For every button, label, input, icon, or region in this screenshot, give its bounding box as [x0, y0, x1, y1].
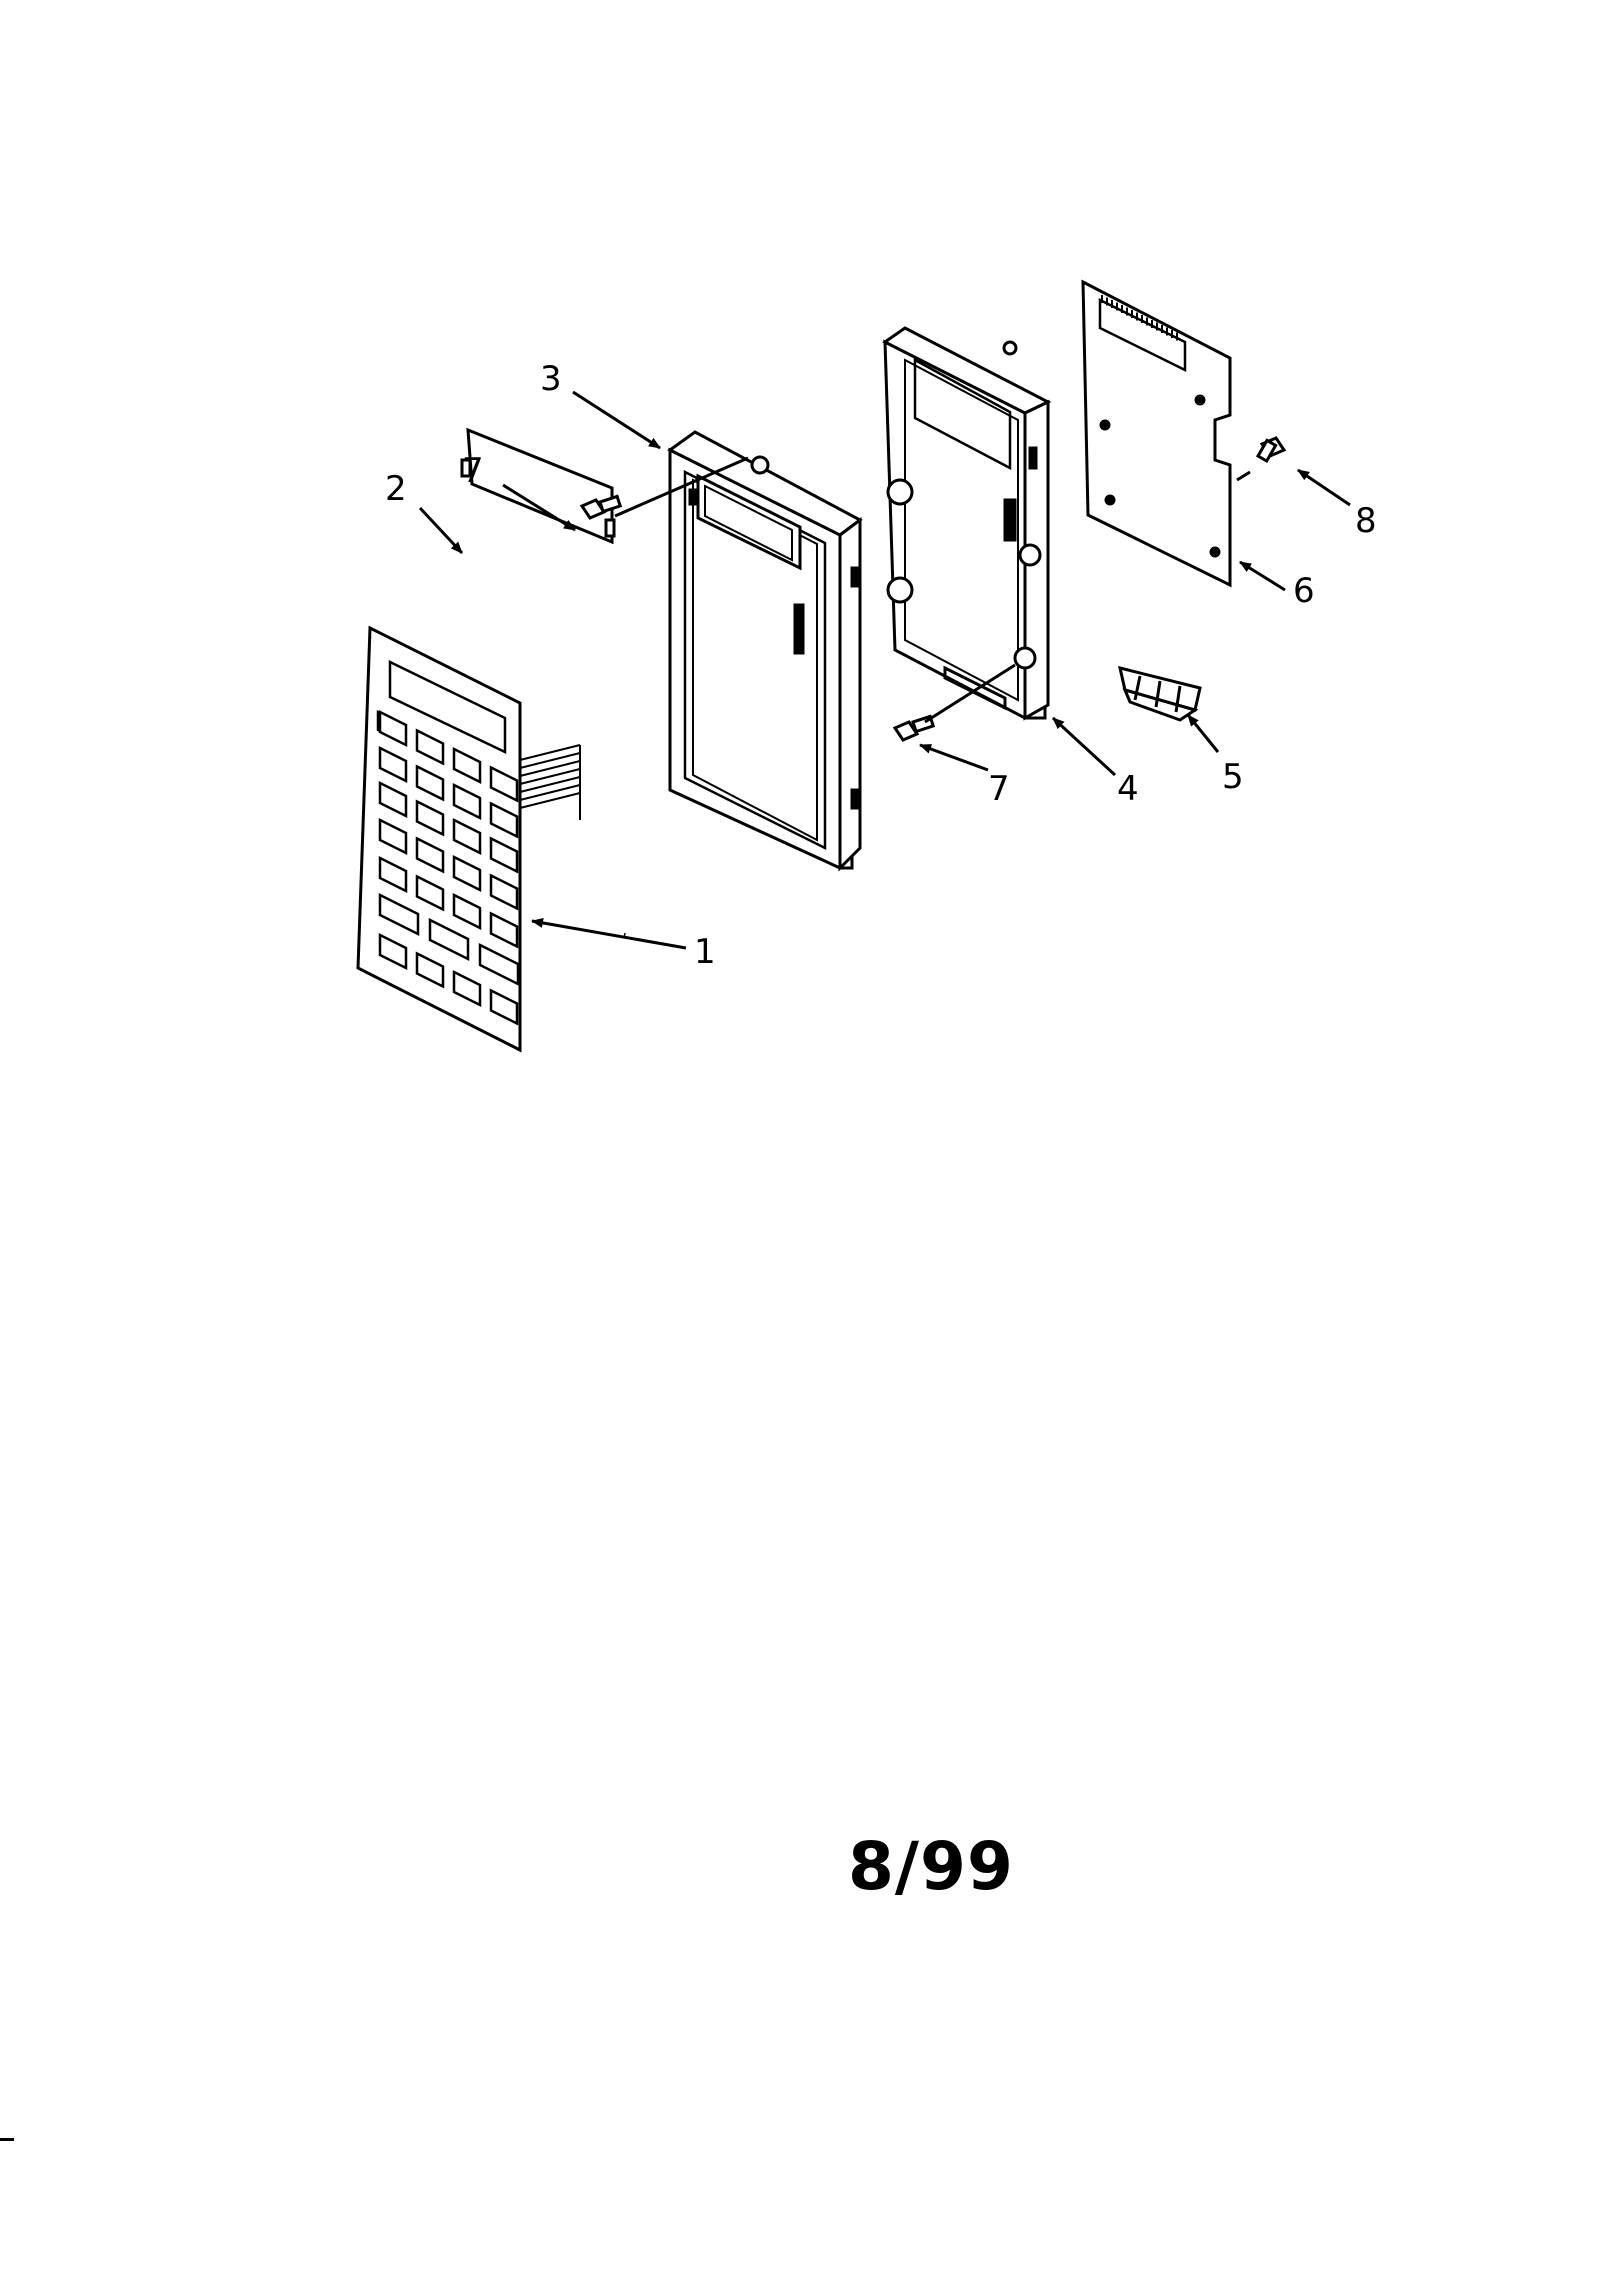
keypad-key [415, 728, 445, 766]
keypad-key [378, 780, 408, 819]
callout-5: 5 [1222, 757, 1244, 797]
screw-8 [1255, 436, 1287, 464]
keypad-key [452, 746, 482, 785]
control-housing [882, 326, 1052, 721]
page-edge-mark [0, 2138, 14, 2141]
keypad-key [489, 873, 519, 911]
keypad-key [378, 745, 408, 784]
keypad-key [489, 765, 519, 803]
keypad-key [378, 817, 408, 856]
keypad-key [378, 892, 420, 937]
date-code: 8/99 [848, 1828, 1014, 1905]
keypad-key [452, 969, 482, 1008]
keypad-key [489, 801, 519, 839]
keypad-key [378, 709, 408, 748]
callout-2: 2 [385, 469, 407, 509]
callout-3: 3 [540, 359, 562, 399]
callout-7-lower: 7 [988, 769, 1010, 809]
keypad-key [415, 874, 445, 912]
callout-1: 1 [694, 932, 716, 972]
keypad-key [489, 988, 519, 1026]
keypad-key [415, 764, 445, 802]
callout-7-upper: 7 [462, 451, 484, 491]
keypad-key [428, 917, 470, 962]
keypad-key [415, 836, 445, 874]
keypad-key [378, 932, 408, 971]
screw-7-upper [579, 494, 623, 520]
keypad-key [489, 836, 519, 874]
callout-4: 4 [1117, 769, 1139, 809]
circuit-board [1081, 279, 1232, 588]
leader-arrows [418, 390, 1351, 950]
keypad-key [489, 911, 519, 949]
keypad-key [452, 817, 482, 856]
keypad-key [415, 951, 445, 989]
keypad-key [452, 892, 482, 931]
keypad-key [452, 854, 482, 893]
keypad-key [378, 855, 408, 894]
keypad-keys [378, 709, 520, 1026]
board-connector-pins [1101, 295, 1178, 341]
keypad-key [452, 782, 482, 821]
keypad-key [478, 942, 520, 987]
keypad-key [415, 799, 445, 837]
callout-6: 6 [1293, 571, 1315, 611]
display-lens [460, 427, 616, 545]
connector-clip [1117, 665, 1202, 722]
control-panel-frame [667, 430, 863, 872]
callout-8: 8 [1355, 501, 1377, 541]
